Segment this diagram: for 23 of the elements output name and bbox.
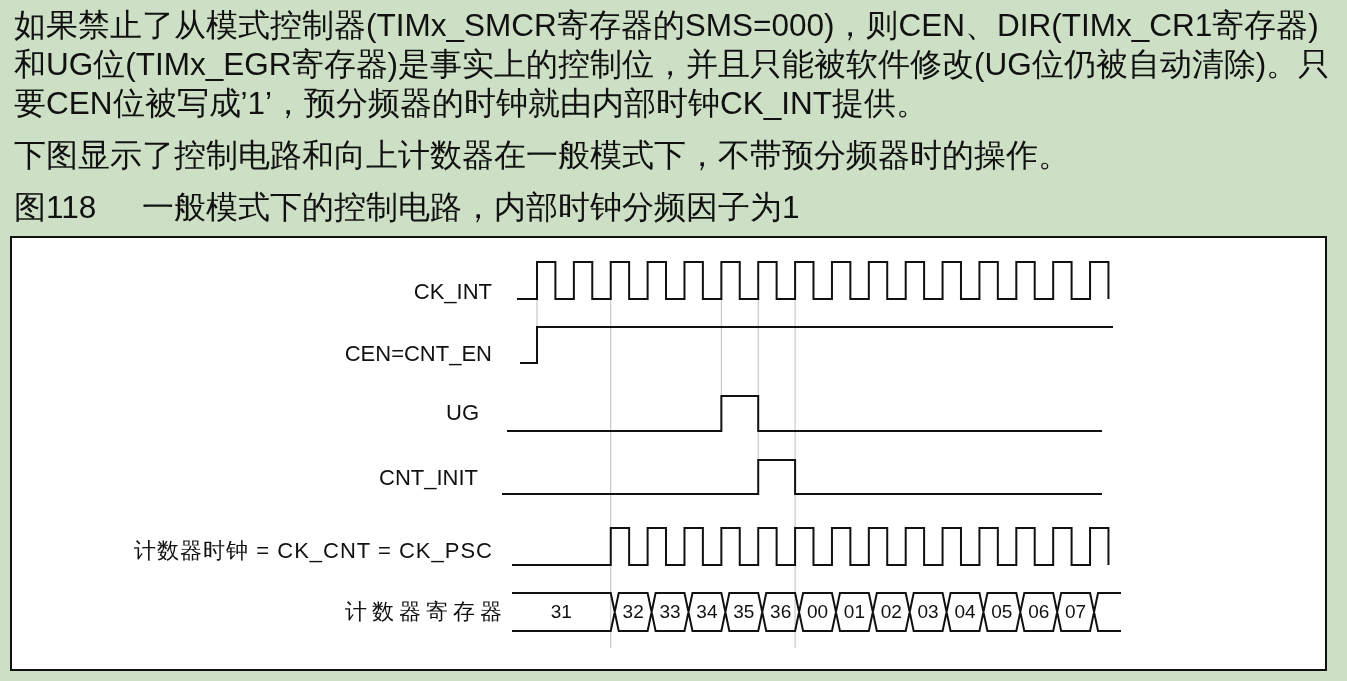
signal-name: CNT_INIT (379, 465, 478, 491)
signal-name: CK_INT (413, 279, 492, 305)
figure-title: 图118 一般模式下的控制电路，内部时钟分频因子为1 (14, 188, 800, 227)
paragraph: 下图显示了控制电路和向上计数器在一般模式下，不带预分频器时的操作。 (14, 136, 1071, 175)
counter-value: 31 (550, 601, 572, 623)
signal-name: CEN=CNT_EN (344, 341, 492, 367)
counter-value: 01 (843, 601, 865, 623)
counter-value: 06 (1028, 601, 1050, 623)
signal-name: UG (446, 400, 479, 426)
counter-value: 02 (880, 601, 902, 623)
counter-value: 00 (806, 601, 829, 623)
paragraph: 如果禁止了从模式控制器(TIMx_SMCR寄存器的SMS=000)，则CEN、DIR(TIMx_CR1寄存器)和UG位(TIMx_EGR寄存器)是事实上的控制位，并且只能被软件修改(UG位仍被自动清除)。只要CEN位被写成’1’，预分频器的时钟就由内部时钟CK_INT提供。 (14, 6, 1332, 123)
signal-name: 计数器寄存器 (345, 599, 507, 625)
signal-name: 计数器时钟 = CK_CNT = CK_PSC (134, 538, 493, 564)
counter-value: 04 (954, 601, 976, 623)
counter-value: 07 (1065, 601, 1087, 623)
counter-value: 35 (733, 601, 755, 623)
counter-value: 03 (917, 601, 939, 623)
counter-value: 33 (659, 601, 681, 623)
counter-value: 36 (770, 601, 792, 623)
counter-value: 34 (696, 601, 718, 623)
counter-value: 32 (622, 601, 644, 623)
counter-value: 05 (991, 601, 1013, 623)
